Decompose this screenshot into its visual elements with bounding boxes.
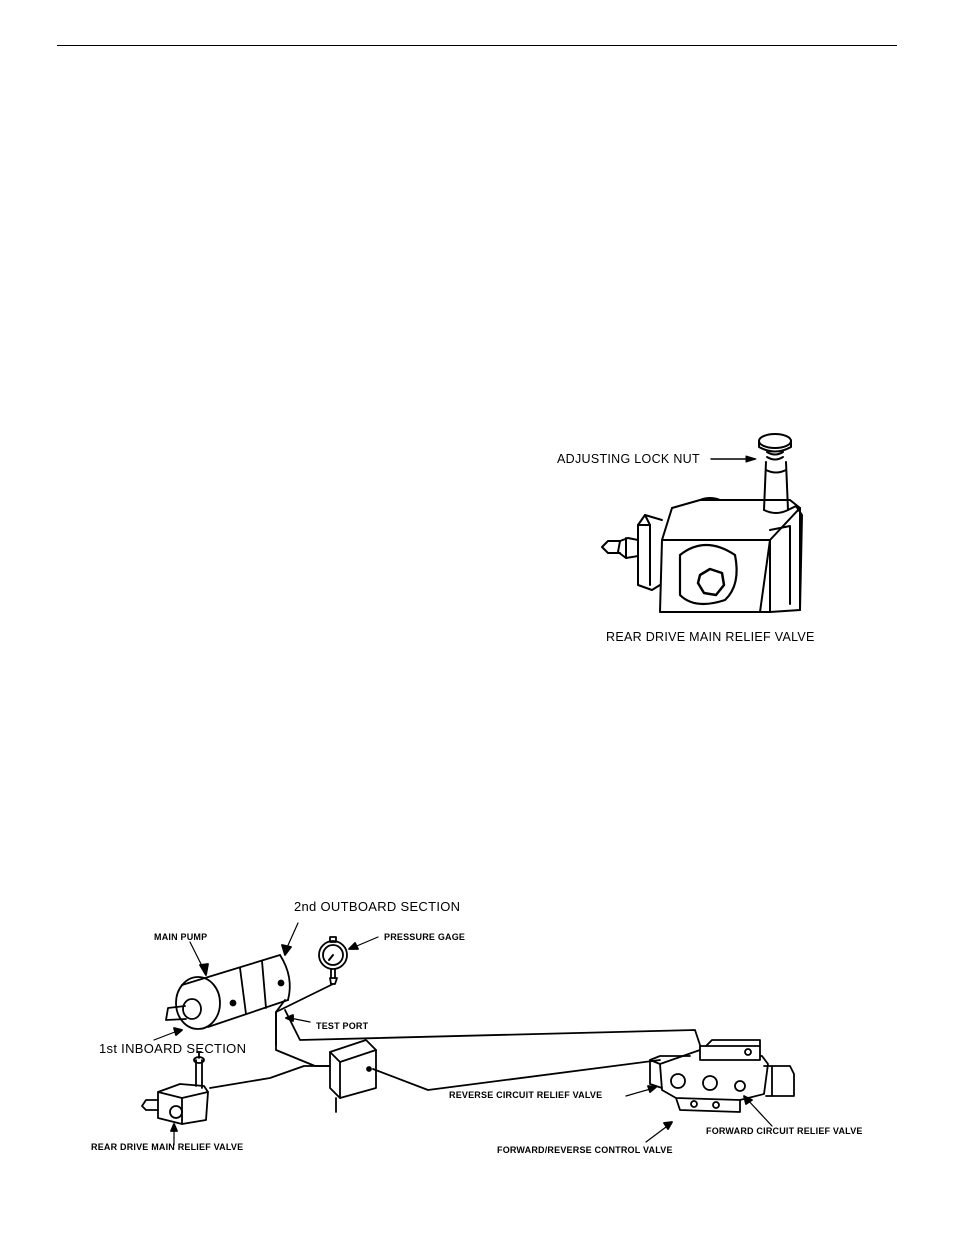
header-rule <box>57 45 897 46</box>
forward-relief-label: FORWARD CIRCUIT RELIEF VALVE <box>706 1126 863 1136</box>
reverse-relief-label: REVERSE CIRCUIT RELIEF VALVE <box>449 1090 603 1100</box>
rear-drive-relief-label: REAR DRIVE MAIN RELIEF VALVE <box>91 1142 244 1152</box>
adjusting-lock-nut-label: ADJUSTING LOCK NUT <box>557 452 700 466</box>
control-valve-label: FORWARD/REVERSE CONTROL VALVE <box>497 1145 673 1155</box>
test-port-label: TEST PORT <box>316 1021 369 1031</box>
figure1-caption: REAR DRIVE MAIN RELIEF VALVE <box>606 630 815 644</box>
outboard-section-label: 2nd OUTBOARD SECTION <box>294 899 461 914</box>
pressure-gage-label: PRESSURE GAGE <box>384 932 466 942</box>
main-pump-label: MAIN PUMP <box>154 932 208 942</box>
inboard-section-label: 1st INBOARD SECTION <box>99 1041 247 1056</box>
